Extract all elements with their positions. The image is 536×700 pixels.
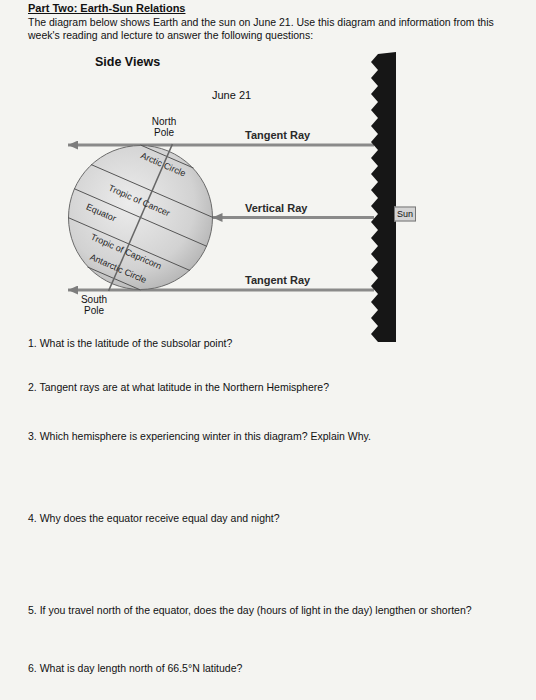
ray-label: Vertical Ray — [243, 202, 309, 215]
question-text: 5. If you travel north of the equator, d… — [28, 604, 533, 617]
sun-ray — [213, 216, 375, 219]
question-text: 2. Tangent rays are at what latitude in … — [28, 381, 528, 394]
sun-label: Sun — [394, 207, 416, 222]
date-label: June 21 — [212, 89, 251, 102]
question-text: 3. Which hemisphere is experiencing wint… — [28, 430, 528, 443]
question-text: 1. What is the latitude of the subsolar … — [28, 337, 528, 350]
intro-text: The diagram below shows Earth and the su… — [28, 16, 528, 41]
pole-label: North Pole — [146, 116, 182, 138]
question-text: 4. Why does the equator receive equal da… — [28, 512, 528, 525]
sun-ray — [68, 144, 374, 147]
sun-surface — [371, 52, 396, 342]
ray-label: Tangent Ray — [243, 129, 312, 142]
ray-label: Tangent Ray — [243, 274, 312, 287]
sun-node: Sun — [366, 52, 416, 342]
sun-band — [366, 52, 416, 342]
earth-globe — [68, 145, 213, 290]
page-title: Part Two: Earth-Sun Relations — [28, 2, 185, 14]
question-text: 6. What is day length north of 66.5°N la… — [28, 662, 528, 675]
sun-ray — [68, 289, 374, 292]
earth-node: Arctic CircleTropic of CancerEquatorTrop… — [68, 145, 213, 290]
pole-label: South Pole — [76, 294, 112, 316]
section-heading: Side Views — [95, 55, 160, 70]
